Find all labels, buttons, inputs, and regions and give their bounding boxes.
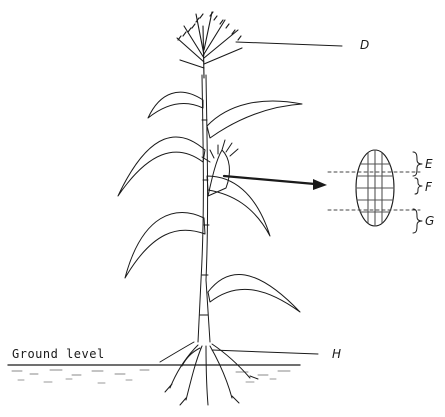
leader-lines bbox=[212, 42, 342, 354]
arrow-ear-to-section bbox=[224, 176, 327, 190]
leaves bbox=[118, 92, 302, 312]
ground-level-label: Ground level bbox=[12, 347, 105, 361]
ground-surface bbox=[8, 365, 300, 383]
label-f: F bbox=[425, 180, 432, 194]
label-e: E bbox=[425, 157, 433, 171]
label-g: G bbox=[425, 214, 434, 228]
dashed-guides bbox=[328, 172, 420, 210]
label-d: D bbox=[360, 38, 369, 52]
label-brackets bbox=[413, 152, 422, 233]
label-h: H bbox=[332, 347, 341, 361]
stalk bbox=[198, 75, 210, 342]
tassel bbox=[177, 12, 242, 78]
ear-cross-section bbox=[356, 150, 394, 226]
